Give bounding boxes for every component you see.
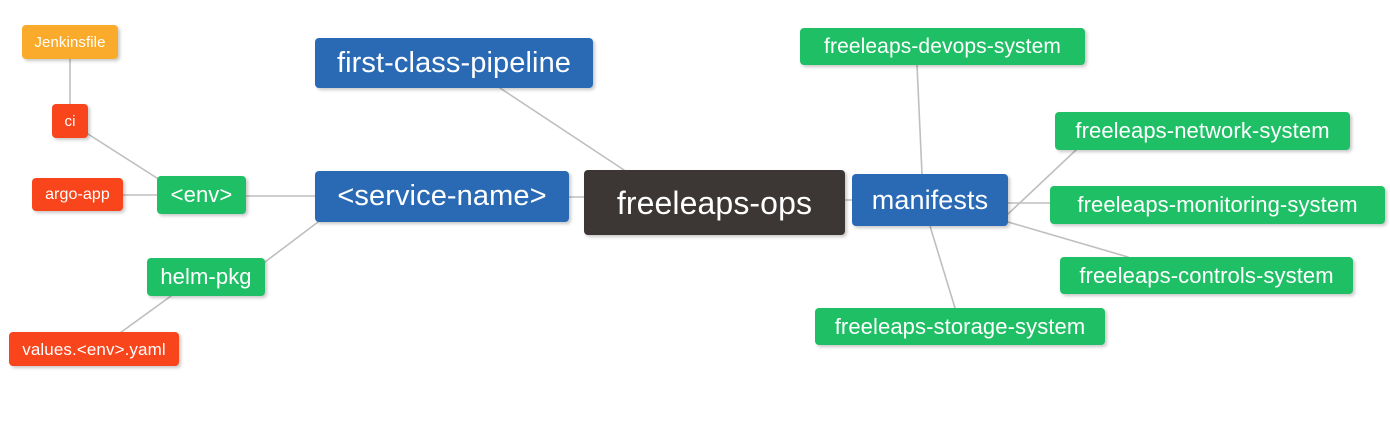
node-manifests[interactable]: manifests [852,174,1008,226]
node-service-name[interactable]: <service-name> [315,171,569,222]
node-label-freeleaps-devops-system: freeleaps-devops-system [824,35,1061,58]
node-freeleaps-storage-system[interactable]: freeleaps-storage-system [815,308,1105,345]
edge-ci-to-env [87,133,161,181]
node-label-freeleaps-storage-system: freeleaps-storage-system [834,313,1086,339]
node-label-freeleaps-controls-system: freeleaps-controls-system [1079,262,1334,288]
node-label-freeleaps-network-system: freeleaps-network-system [1075,118,1330,143]
node-freeleaps-ops[interactable]: freeleaps-ops [584,170,845,235]
node-freeleaps-monitoring-system[interactable]: freeleaps-monitoring-system [1050,186,1385,224]
edge-manifests-to-freeleaps-devops-system [916,64,923,175]
node-ci[interactable]: ci [52,104,88,138]
edge-helm-pkg-to-values-env-yaml [119,295,172,334]
node-label-jenkinsfile: Jenkinsfile [34,33,106,51]
node-values-env-yaml[interactable]: values.<env>.yaml [9,332,179,366]
node-label-manifests: manifests [871,184,989,215]
node-label-helm-pkg: helm-pkg [160,264,252,289]
node-label-values-env-yaml: values.<env>.yaml [22,339,166,359]
node-jenkinsfile[interactable]: Jenkinsfile [22,25,118,59]
node-label-freeleaps-monitoring-system: freeleaps-monitoring-system [1077,192,1358,217]
node-label-service-name: <service-name> [337,180,547,212]
node-argo-app[interactable]: argo-app [32,178,123,211]
node-label-ci: ci [64,112,76,130]
node-helm-pkg[interactable]: helm-pkg [147,258,265,296]
node-first-class-pipeline[interactable]: first-class-pipeline [315,38,593,88]
edge-first-class-pipeline-to-freeleaps-ops [499,87,625,171]
node-label-argo-app: argo-app [45,185,110,203]
edge-manifests-to-freeleaps-storage-system [929,225,956,309]
node-freeleaps-controls-system[interactable]: freeleaps-controls-system [1060,257,1353,294]
node-label-freeleaps-ops: freeleaps-ops [616,184,813,221]
node-freeleaps-network-system[interactable]: freeleaps-network-system [1055,112,1350,150]
node-label-first-class-pipeline: first-class-pipeline [336,46,572,79]
edge-service-name-to-helm-pkg [264,221,319,263]
node-label-env: <env> [170,182,233,207]
node-freeleaps-devops-system[interactable]: freeleaps-devops-system [800,28,1085,65]
edge-manifests-to-freeleaps-controls-system [1007,221,1129,258]
node-env[interactable]: <env> [157,176,246,214]
